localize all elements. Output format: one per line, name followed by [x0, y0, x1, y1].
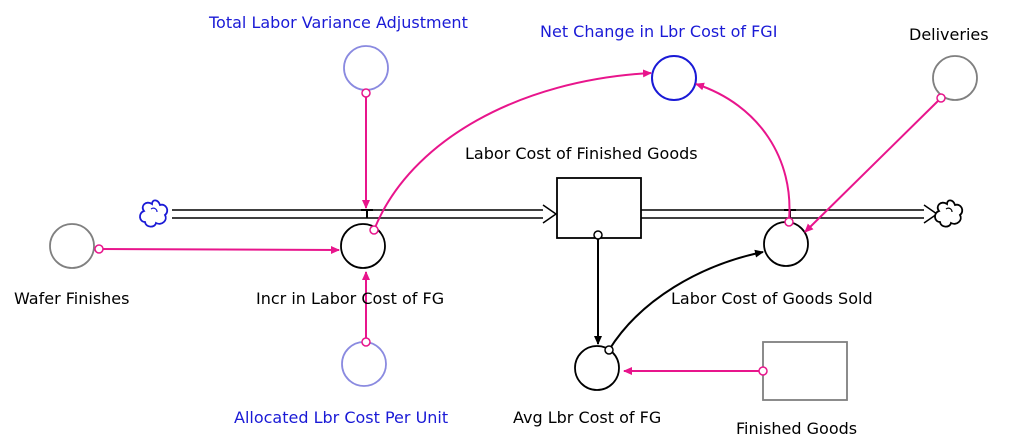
finished-goods-stock[interactable] — [762, 341, 848, 401]
label-net-change: Net Change in Lbr Cost of FGI — [540, 22, 777, 41]
cloud-icon — [934, 199, 964, 228]
net-change-node[interactable] — [651, 55, 697, 101]
label-wafer-finishes: Wafer Finishes — [14, 289, 129, 308]
label-labor-cost-fg: Labor Cost of Finished Goods — [465, 144, 698, 163]
inflow-pipe — [172, 204, 558, 224]
label-incr-labor-cost: Incr in Labor Cost of FG — [256, 289, 444, 308]
label-avg-lbr-cost: Avg Lbr Cost of FG — [513, 408, 661, 427]
causal-links — [98, 69, 942, 375]
label-finished-goods: Finished Goods — [736, 419, 857, 438]
label-allocated-lbr-cost: Allocated Lbr Cost Per Unit — [234, 408, 448, 427]
total-labor-variance-node[interactable] — [343, 45, 389, 91]
label-total-labor-variance: Total Labor Variance Adjustment — [208, 13, 468, 32]
label-deliveries: Deliveries — [909, 25, 989, 44]
incr-labor-cost-node[interactable] — [340, 223, 386, 269]
avg-lbr-cost-node[interactable] — [574, 345, 620, 391]
deliveries-node[interactable] — [932, 55, 978, 101]
label-labor-cost-goods-sold: Labor Cost of Goods Sold — [671, 289, 873, 308]
wafer-finishes-node[interactable] — [49, 223, 95, 269]
labor-cost-finished-goods-stock[interactable] — [556, 177, 642, 239]
allocated-lbr-cost-node[interactable] — [341, 341, 387, 387]
labor-cost-goods-sold-node[interactable] — [763, 221, 809, 267]
inflow-valve[interactable] — [361, 209, 373, 218]
black-link-origin-dots — [593, 230, 614, 355]
cloud-icon — [139, 199, 169, 228]
black-links — [594, 238, 764, 351]
link-incr-to-net-change — [373, 69, 652, 231]
link-goods-sold-to-net-change — [695, 82, 791, 221]
link-origin-dots — [94, 88, 946, 376]
link-avg-to-goods-sold — [608, 249, 764, 351]
link-deliveries-to-goods-sold — [804, 97, 942, 233]
link-wafer-to-incr — [98, 245, 340, 254]
